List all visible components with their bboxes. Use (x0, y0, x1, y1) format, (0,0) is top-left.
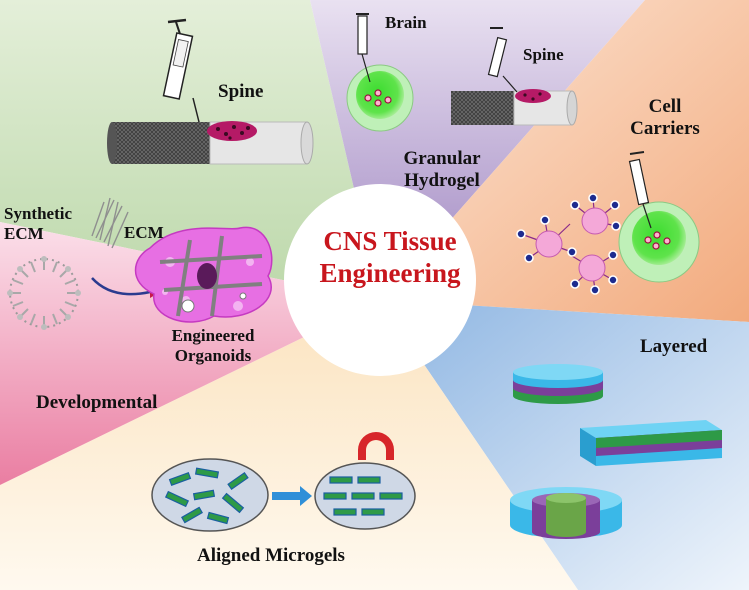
spine-syringe-icon (162, 18, 201, 127)
brain-hydrogel-sphere-icon (346, 64, 414, 132)
synthetic-ecm-line2: ECM (4, 224, 44, 243)
engineered-organoid-icon (134, 226, 273, 323)
granular-hydrogel-line2: Hydrogel (404, 170, 480, 191)
engineered-organoids-line1: Engineered (171, 326, 255, 345)
ecm-fibers-icon (91, 197, 129, 249)
layered-nested-cylinder-icon (510, 487, 622, 539)
brain-label: Brain (385, 13, 427, 32)
layered-disc-icon (513, 364, 603, 404)
synthetic-ecm-label: Synthetic ECM (4, 204, 94, 244)
center-circle (284, 184, 476, 376)
layered-sector-bg (380, 300, 749, 590)
cell-carrier-cluster-icon (516, 193, 621, 295)
aligned-microgels-icon (314, 462, 416, 530)
center-title-line2: Engineering (319, 258, 461, 288)
synthetic-ecm-line1: Synthetic (4, 204, 72, 223)
aligned-sector-bg (0, 300, 578, 590)
cell-carriers-label: Cell Carriers (625, 96, 705, 140)
magnet-icon (358, 432, 394, 460)
spine-conduit-icon (107, 121, 314, 165)
layered-label: Layered (640, 336, 708, 357)
granular-spine-conduit-icon (451, 89, 578, 126)
aligned-microgels-label: Aligned Microgels (197, 545, 345, 566)
cell-carriers-line1: Cell (648, 96, 682, 117)
center-title-line1: CNS Tissue (323, 226, 457, 256)
brain-syringe-icon (356, 13, 371, 83)
layered-slab-icon (580, 420, 722, 466)
developmental-label: Developmental (36, 392, 158, 413)
granular-spine-syringe-icon (487, 27, 518, 93)
cell-carrier-sphere-icon (618, 201, 700, 283)
alignment-arrow-icon (272, 486, 312, 506)
granular-hydrogel-line1: Granular (403, 148, 481, 169)
cell-carrier-syringe-icon (628, 151, 652, 229)
cell-carriers-line2: Carriers (630, 118, 700, 139)
ecm-arrow-icon (91, 277, 151, 296)
engineered-organoids-line2: Organoids (174, 346, 252, 365)
engineered-organoids-label: Engineered Organoids (158, 326, 268, 366)
synthetic-ecm-icon (7, 256, 81, 330)
spine-label: Spine (218, 81, 264, 102)
ecm-label: ECM (124, 223, 164, 242)
center-title: CNS Tissue Engineering (290, 225, 490, 289)
granular-hydrogel-label: Granular Hydrogel (392, 148, 492, 192)
granular-spine-label: Spine (523, 45, 564, 64)
random-microgels-icon (151, 458, 269, 532)
